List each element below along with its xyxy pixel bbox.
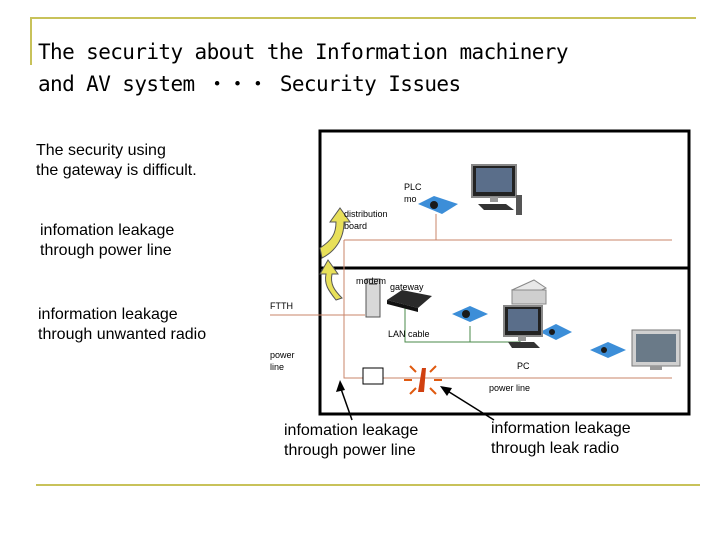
label-power-line-bottom: power line [489, 383, 531, 393]
note-leak-power-top-line-1: infomation leakage [40, 222, 175, 239]
printer-icon [510, 279, 548, 305]
distribution-board-box [362, 367, 384, 385]
label-ftth: FTTH [270, 301, 293, 311]
gateway-router-icon [387, 290, 432, 312]
note-gateway-difficult: The security using the gateway is diffic… [36, 141, 197, 181]
plc-adapter-lower-1-icon [452, 306, 488, 322]
note-leak-radio: information leakage through unwanted rad… [38, 305, 206, 345]
note-leak-radio-line-2: through unwanted radio [38, 326, 207, 343]
house-outline [318, 129, 691, 416]
label-power-line-left-line-2: line [270, 362, 285, 372]
leak-arrow-middle [319, 259, 343, 301]
pointer-arrow-power-line [336, 380, 353, 421]
label-power-line-left: power line [270, 349, 295, 373]
label-modem: modem [356, 276, 387, 286]
label-distribution-line-1: distribution [344, 209, 388, 219]
slide-title: The security about the Information machi… [38, 36, 569, 100]
footer-rule [36, 484, 700, 486]
label-distribution-line-2: board [344, 221, 368, 231]
tv-icon [631, 329, 681, 370]
label-distribution-board: distribution board [344, 208, 388, 232]
plc-adapter-lower-3-icon [590, 342, 626, 358]
note-gateway-difficult-line-2: the gateway is difficult. [36, 162, 197, 179]
pointer-arrow-leak-radio [440, 386, 495, 421]
label-plc-line-2: mo [404, 194, 417, 204]
label-power-line-left-line-1: power [270, 350, 295, 360]
note-leak-radio-line-1: information leakage [38, 306, 178, 323]
note-leak-power-top: infomation leakage through power line [40, 221, 174, 261]
slide-title-line-2: and AV system ・・・ Security Issues [38, 72, 461, 96]
leak-arrow-upper [319, 207, 351, 259]
power-line-riser [343, 240, 363, 379]
note-leak-leak-radio-line-1: information leakage [491, 420, 631, 437]
title-rule-left [30, 17, 32, 65]
label-gateway: gateway [390, 282, 424, 292]
plc-modem-icon [418, 196, 458, 214]
note-leak-leak-radio-line-2: through leak radio [491, 440, 620, 457]
note-leak-power-bottom-line-2: through power line [284, 442, 416, 459]
label-plc-line-1: PLC [404, 182, 422, 192]
label-plc: PLC mo [404, 181, 422, 205]
label-lan-cable: LAN cable [388, 329, 430, 339]
note-leak-leak-radio: information leakage through leak radio [491, 419, 631, 459]
radio-tower-icon [404, 365, 442, 395]
slide-title-line-1: The security about the Information machi… [38, 40, 569, 64]
modem-icon [365, 278, 381, 318]
label-pc: PC [517, 361, 530, 371]
note-leak-power-bottom-line-1: infomation leakage [284, 422, 419, 439]
pc-top-icon [471, 164, 522, 215]
plc-adapter-lower-2-icon [540, 324, 572, 340]
pc-lower-icon [503, 305, 543, 348]
note-leak-power-bottom: infomation leakage through power line [284, 421, 418, 461]
note-gateway-difficult-line-1: The security using [36, 142, 166, 159]
title-rule-top [32, 17, 696, 19]
note-leak-power-top-line-2: through power line [40, 242, 172, 259]
